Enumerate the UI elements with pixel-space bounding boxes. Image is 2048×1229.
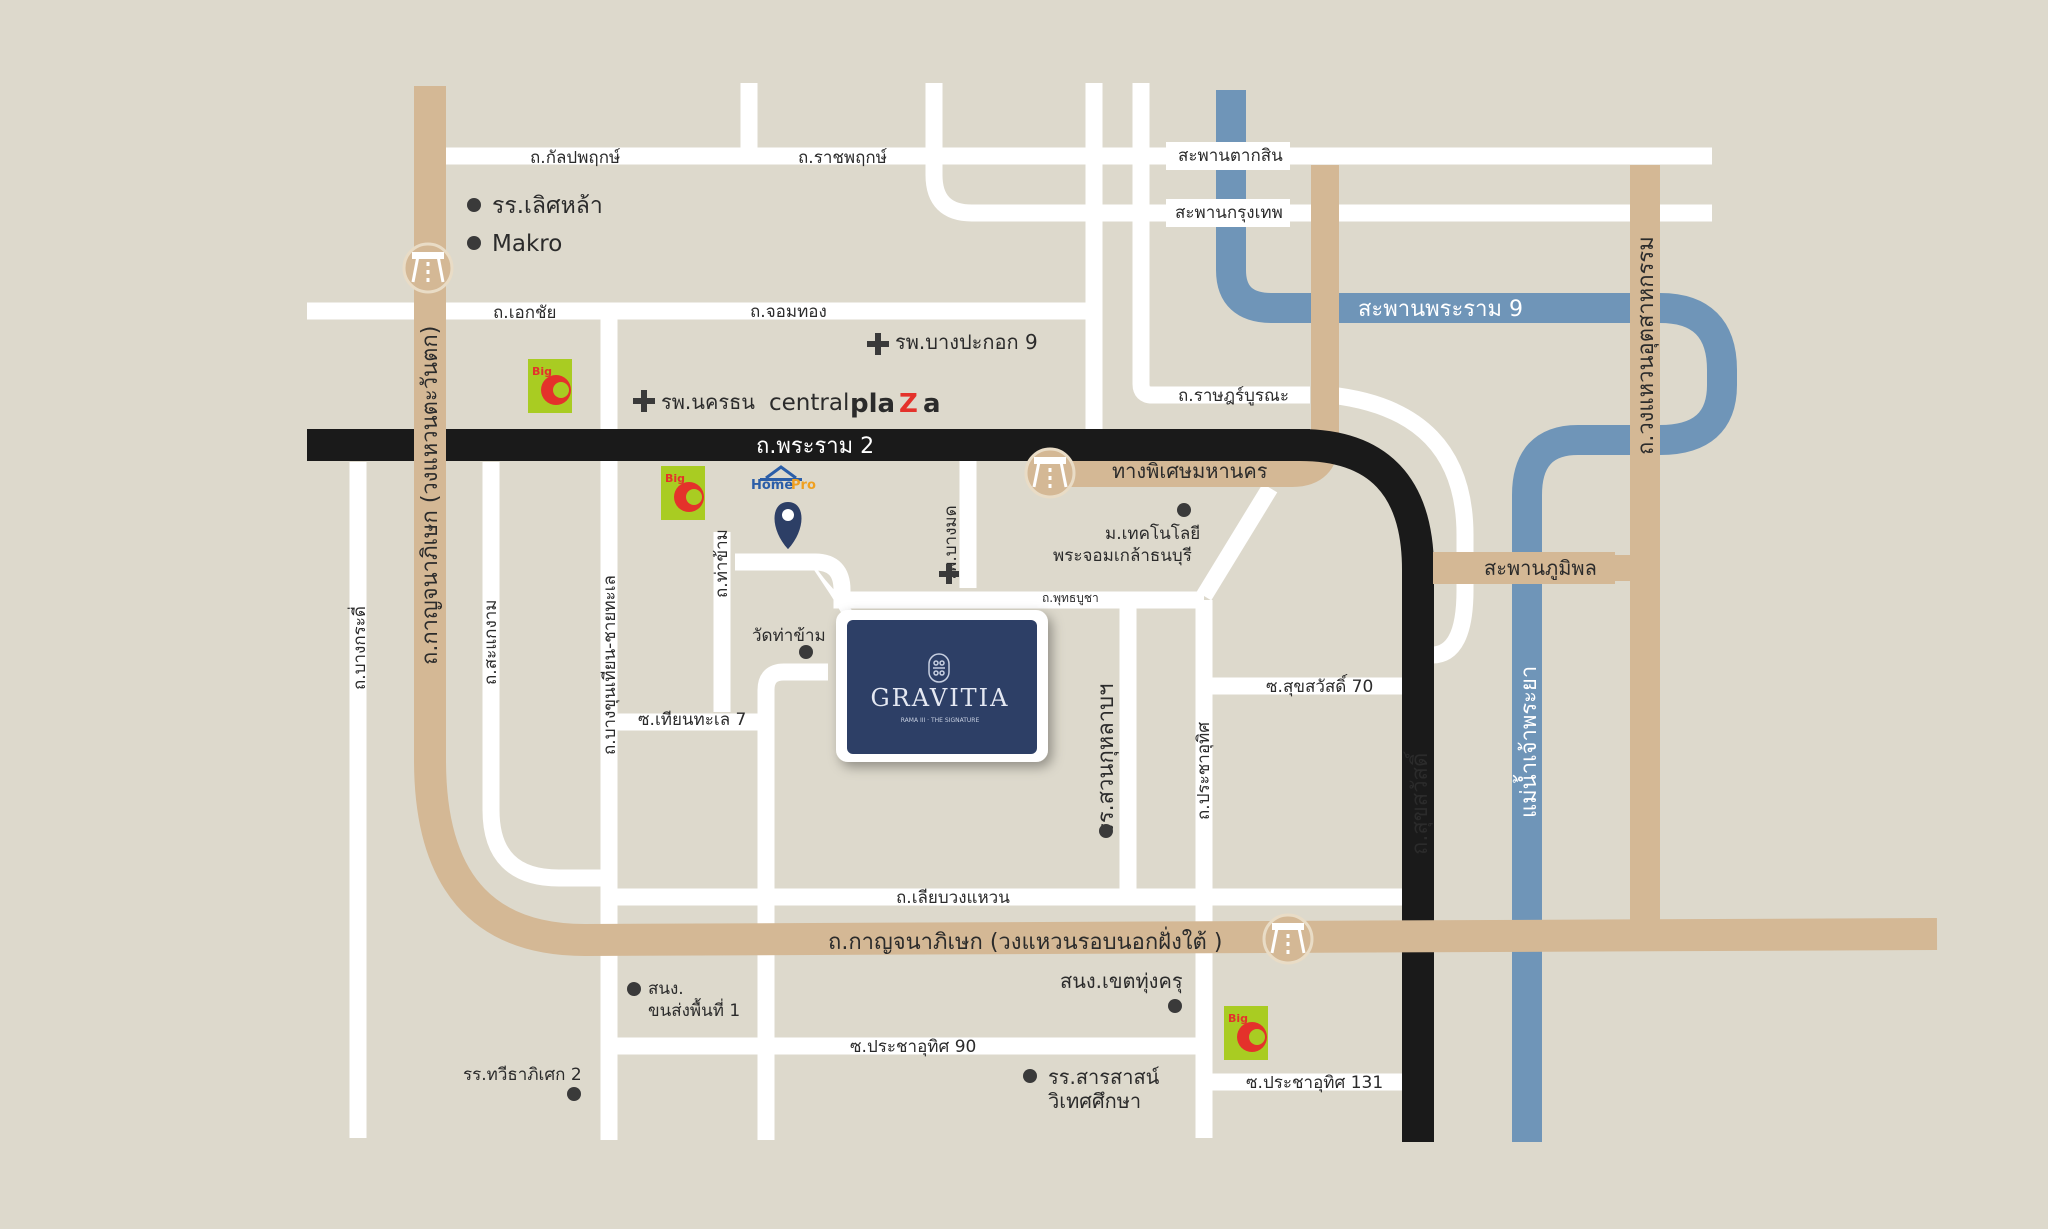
kanchanaphisek-ring-road xyxy=(414,86,1938,957)
road-label-kanchana-west: ถ.กาญจนาภิเษก (วงแหวนตะวันตก) xyxy=(418,326,443,665)
road-label-industrial-ring: ถ.วงแหวนอุตสาหกรรม xyxy=(1634,236,1659,455)
store-label-makro: Makro xyxy=(492,231,562,257)
office-label-transport-line2: ขนส่งพื้นที่ 1 xyxy=(648,998,740,1021)
road-label-soi-sukswat70: ซ.สุขสวัสดิ์ 70 xyxy=(1266,674,1373,697)
bigc-logo: Big xyxy=(661,466,705,520)
central-plaza-logo: central pla Z a xyxy=(769,389,941,419)
road-label-rama2: ถ.พระราม 2 xyxy=(756,434,874,459)
school-label-suankularb: รร.สวนกุหลาบฯ xyxy=(1094,684,1119,835)
university-label-line1: ม.เทคโนโลยี xyxy=(1105,523,1200,544)
road-label-bangkhunthian: ถ.บางขุนเทียน-ชายทะเล xyxy=(600,575,620,755)
expressway-icon xyxy=(1024,447,1076,499)
road-label-ekkachai: ถ.เอกชัย xyxy=(493,303,557,323)
project-emblem-icon xyxy=(928,653,950,683)
office-label-transport-line1: สนง. xyxy=(648,979,684,999)
expressway-icon xyxy=(402,242,454,294)
road-label-thakham: ถ.ท่าข้าม xyxy=(712,529,732,598)
road-label-ratchaphruek: ถ.ราชพฤกษ์ xyxy=(798,148,887,168)
hospital-icon xyxy=(939,564,959,584)
project-box xyxy=(847,620,1037,754)
svg-text:pla: pla xyxy=(850,389,895,419)
bridge-label-bhumibol: สะพานภูมิพล xyxy=(1484,556,1597,581)
bridge-label-rama9: สะพานพระราม 9 xyxy=(1358,297,1523,322)
road-label-soi-tientale7: ซ.เทียนทะเล 7 xyxy=(638,710,746,730)
road-label-samaedam: ถ.สะแกงาม xyxy=(481,599,501,685)
homepro-logo: Home Pro xyxy=(751,465,816,493)
road-label-liapwonghaen: ถ.เลียบวงแหวน xyxy=(896,888,1010,908)
hospital-icon xyxy=(633,390,655,412)
svg-text:Big: Big xyxy=(1228,1012,1248,1025)
temple-label-thakham: วัดท่าข้าม xyxy=(752,626,826,646)
river-label: แม่น้ำเจ้าพระยา xyxy=(1513,666,1542,818)
road-label-chomthong: ถ.จอมทอง xyxy=(750,302,827,322)
svg-text:Pro: Pro xyxy=(791,478,816,493)
bridge-label-plates xyxy=(1166,142,1615,584)
road-label-kalapaphruek: ถ.กัลปพฤกษ์ xyxy=(530,148,621,168)
school-label-sarasas-line1: รร.สารสาสน์ xyxy=(1048,1065,1160,1089)
svg-text:Big: Big xyxy=(665,472,685,485)
project-name: GRAVITIA xyxy=(870,684,1009,712)
road-label-rajburana: ถ.ราษฎร์บูรณะ xyxy=(1178,386,1289,406)
hospital-icon xyxy=(867,333,889,355)
svg-text:Home: Home xyxy=(751,478,793,493)
bigc-logo: Big xyxy=(528,359,572,413)
road-label-soi-prachauthit90: ซ.ประชาอุทิศ 90 xyxy=(850,1037,976,1057)
location-pin-icon xyxy=(774,502,802,549)
sukswat-road xyxy=(1299,429,1434,1142)
project-tagline: RAMA III · THE SIGNATURE xyxy=(901,717,980,724)
road-label-phutthabucha: ถ.พุทธบูชา xyxy=(1042,591,1099,606)
expressway-icon xyxy=(1262,913,1314,965)
svg-text:a: a xyxy=(923,389,941,419)
hospital-label-bangmot: รพ.บางมด xyxy=(941,505,961,582)
office-label-thungkhru: สนง.เขตทุ่งครุ xyxy=(1060,969,1183,994)
road-label-prachauthit: ถ.ประชาอุทิศ xyxy=(1194,722,1214,820)
road-label-sukswat: ถ.สุขสวัสดิ์ xyxy=(1404,750,1433,855)
svg-text:central: central xyxy=(769,390,849,416)
bridge-label-krungthep: สะพานกรุงเทพ xyxy=(1175,203,1283,223)
chao-phraya-river xyxy=(1216,90,1737,1142)
svg-text:Big: Big xyxy=(532,365,552,378)
bridge-label-taksin: สะพานตากสิน xyxy=(1178,146,1283,166)
bigc-logo: Big xyxy=(1224,1006,1268,1060)
road-label-bangkradi: ถ.บางกระดี่ xyxy=(347,606,370,690)
hospital-label-bangpakok9: รพ.บางปะกอก 9 xyxy=(895,330,1038,354)
place-dots xyxy=(467,198,1191,1101)
road-label-soi-prachauthit131: ซ.ประชาอุทิศ 131 xyxy=(1246,1073,1383,1093)
road-label-expressway: ทางพิเศษมหานคร xyxy=(1112,459,1268,483)
road-label-kanchana-south: ถ.กาญจนาภิเษก (วงแหวนรอบนอกฝั่งใต้ ) xyxy=(828,926,1222,955)
svg-text:Z: Z xyxy=(899,389,918,419)
hospital-label-nakhon: รพ.นครธน xyxy=(661,390,755,414)
school-label-sarasas-line2: วิเทศศึกษา xyxy=(1048,1089,1141,1113)
school-label-lertlah: รร.เลิศหล้า xyxy=(492,193,603,219)
university-label-line2: พระจอมเกล้าธนบุรี xyxy=(1053,546,1192,566)
school-label-thawee: รร.ทวีธาภิเศก 2 xyxy=(463,1065,582,1085)
